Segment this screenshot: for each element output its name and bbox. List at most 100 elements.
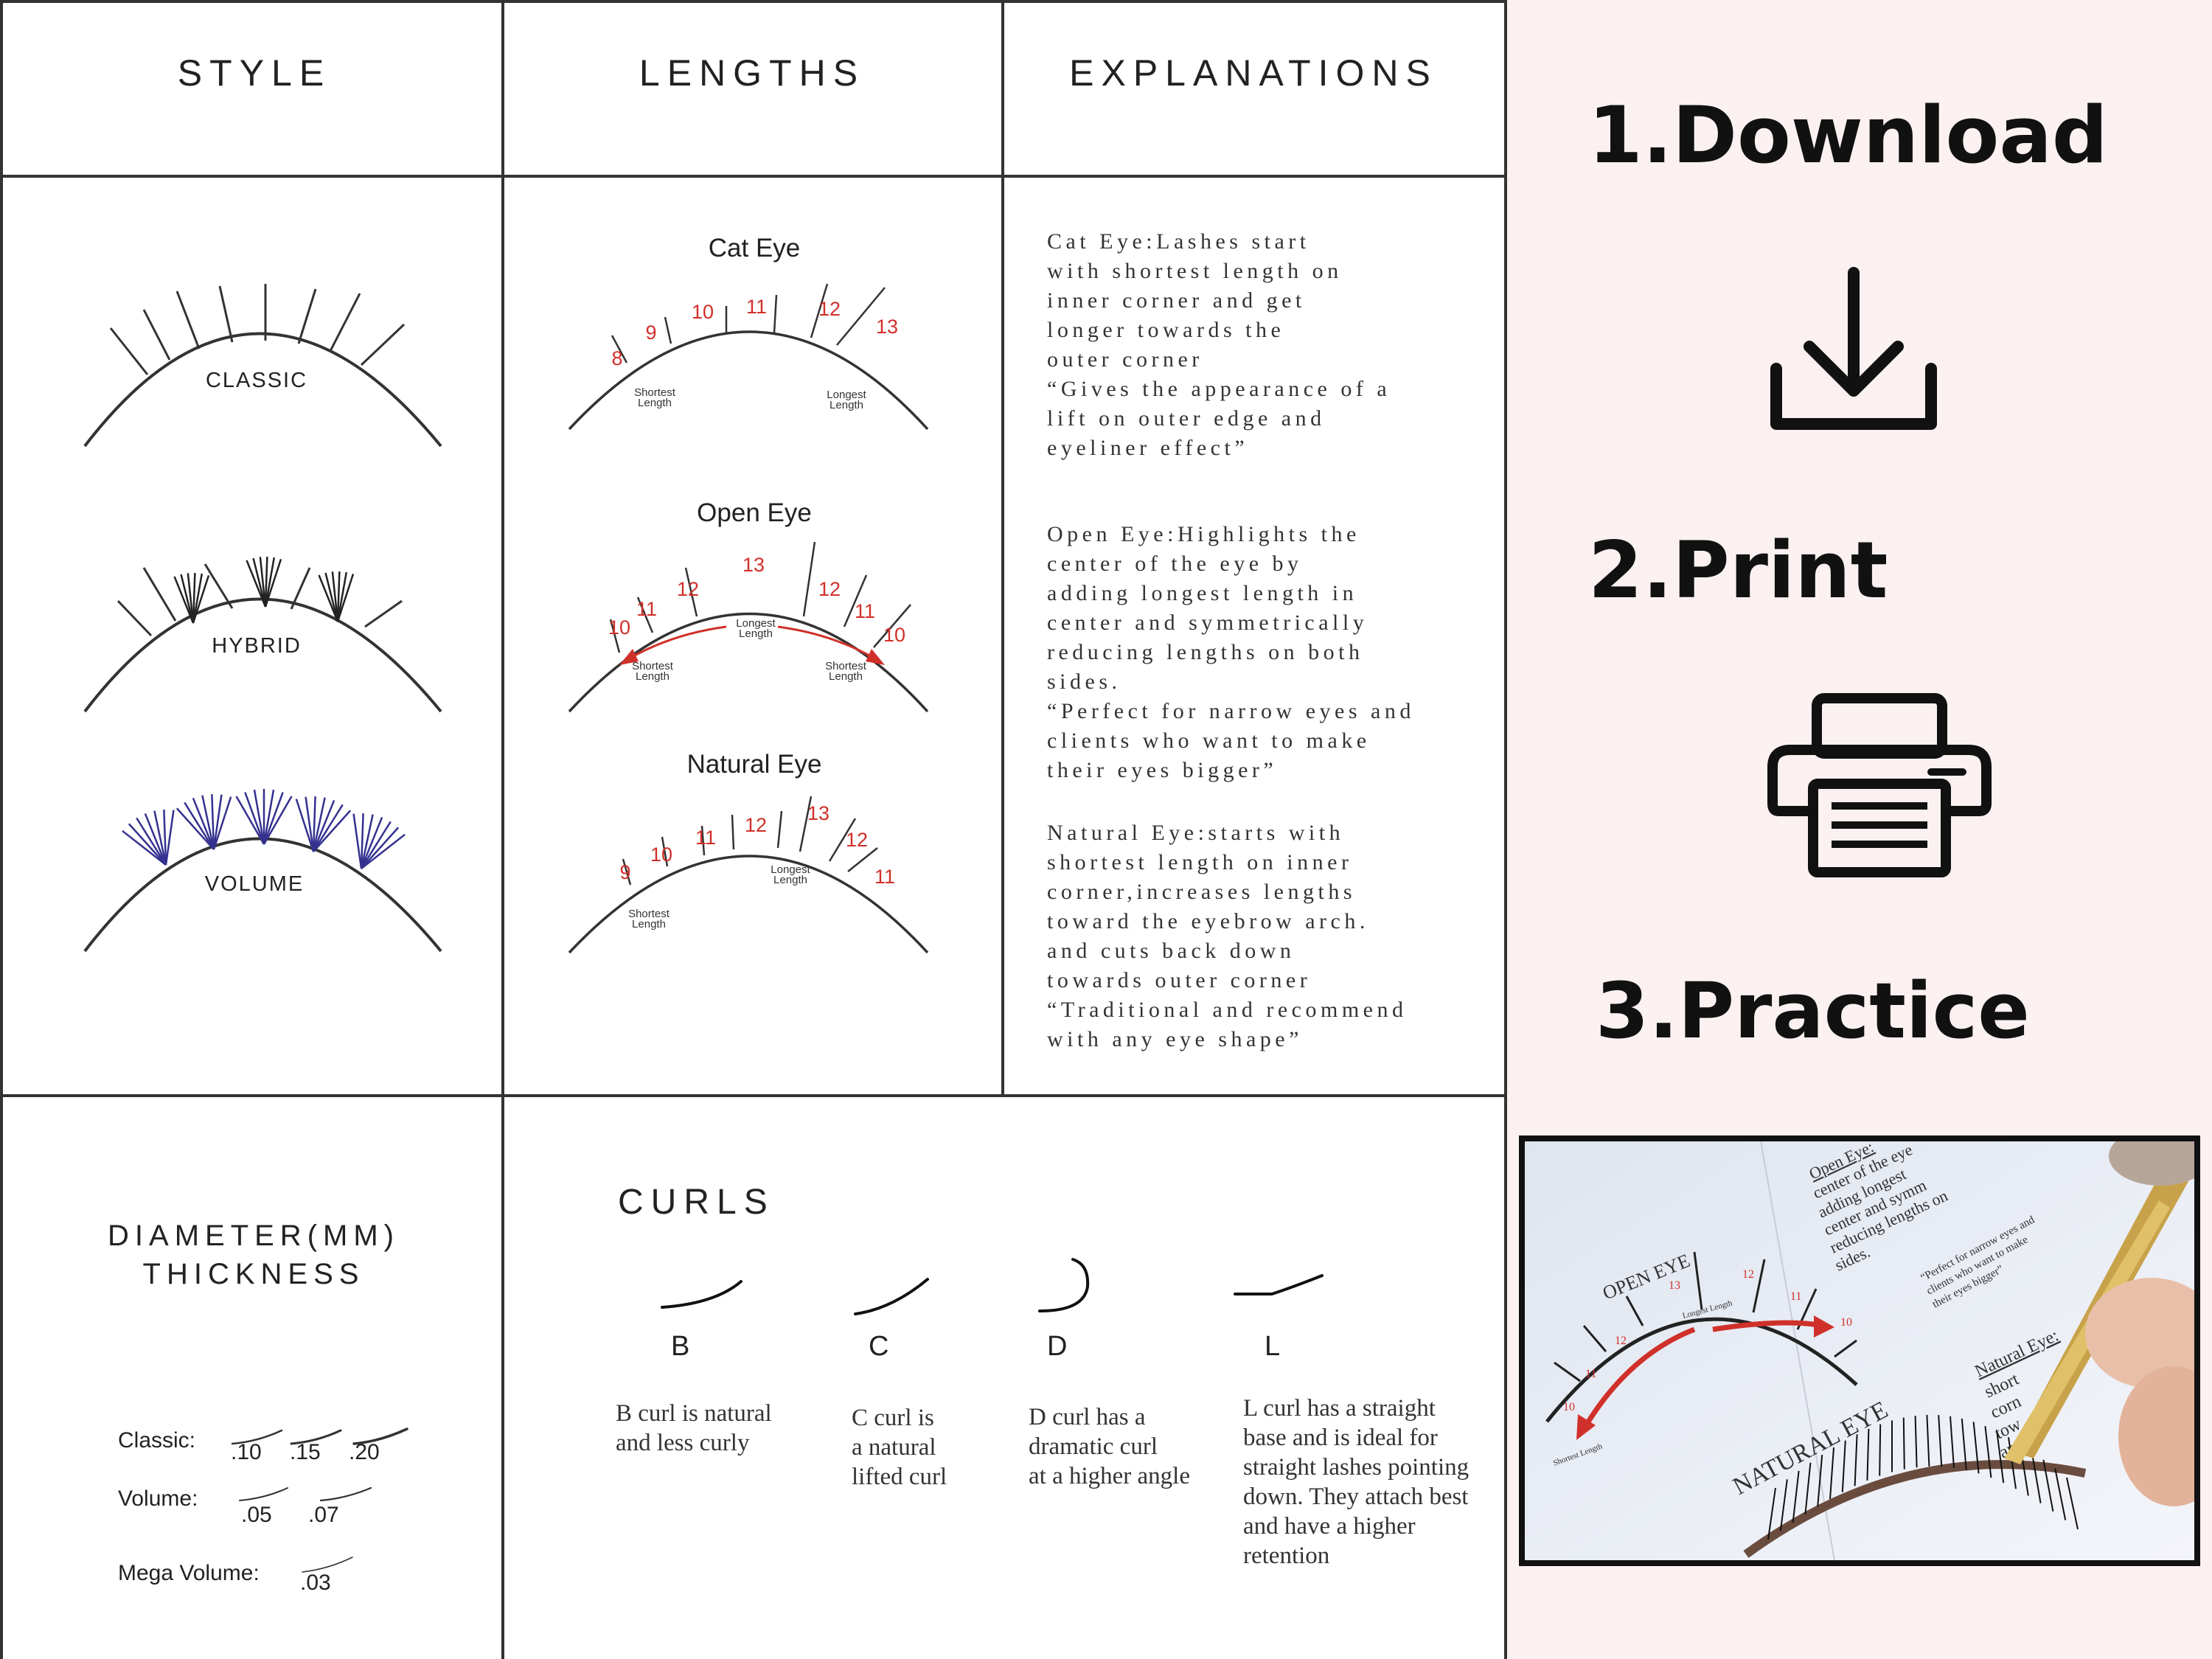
open-eye-shortest-left-2: Length [636,670,669,683]
volume-lash-fan [361,833,406,869]
hybrid-lash-fan [173,576,195,624]
curl-desc-line: base and is ideal for [1243,1425,1438,1451]
open-eye-num: 10 [608,616,630,639]
cat-eye-num: 8 [611,347,622,369]
hybrid-lash-fan [192,573,204,624]
cat-eye-num: 12 [818,298,841,320]
expl-line: inner corner and get [1047,288,1306,313]
step-download: 1.Download [1588,90,2108,181]
hybrid-lash-fan [336,571,341,622]
diameter-swooshes [231,1427,408,1573]
open-eye-num: 13 [742,554,765,576]
volume-lash-fan [201,795,215,850]
photo-lash [1950,1416,1955,1468]
expl-line: toward the eyebrow arch. [1047,909,1369,933]
natural-eye-num: 11 [695,827,716,849]
classic-lash-diagram: CLASSIC HYBRID VOLUME [83,284,442,953]
diameter-classic-label: Classic: [118,1428,196,1453]
style-header: STYLE [177,52,332,94]
volume-lash-fan [128,823,167,866]
cat-eye-longest-1: Longest [827,389,866,401]
photo-num: 12 [1742,1268,1754,1281]
volume-lash-fan [164,810,175,866]
grid-line-col2 [1001,0,1004,1096]
photo-lash [1984,1425,1992,1478]
hybrid-fans [173,556,355,624]
curl-desc-line: C curl is [852,1405,934,1431]
open-eye-right-arrow [777,625,878,661]
photo-lash [1972,1422,1980,1474]
expl-line: longer towards the [1047,318,1285,342]
photo-lash [1779,1479,1788,1531]
diameter-title: DIAMETER(MM) THICKNESS [0,1217,507,1293]
volume-lash-fan [136,817,167,866]
explanations-header: EXPLANATIONS [1069,52,1438,94]
expl-line: center and symmetrically [1047,611,1368,635]
photo-lash [1767,1487,1776,1540]
photo-lash [2008,1437,2017,1489]
volume-lash-fan [235,796,265,845]
hybrid-lash-fan [180,574,195,624]
finger-shape [2085,1278,2194,1388]
step-print: 2.Print [1588,525,1888,616]
download-icon [1770,267,1937,430]
volume-lash-fan [313,810,352,852]
photo-lash [1938,1415,1943,1467]
curl-letter-b: B [671,1331,690,1362]
expl-line: towards outer corner [1047,968,1312,992]
cat-eye-explanation: Cat Eye:Lashes start with shortest lengt… [1047,227,1489,463]
curl-desc-l: L curl has a straight base and is ideal … [1243,1394,1469,1571]
diameter-volume-value: .05 [241,1503,272,1527]
grid-line-top [0,0,1507,3]
volume-lash-fan [244,792,265,845]
volume-lash-fan [253,789,265,845]
natural-eye-longest-1: Longest [771,863,810,876]
diameter-classic-value: .20 [349,1440,380,1464]
curl-desc-line: a natural [852,1434,936,1461]
photo-lash [1879,1424,1882,1476]
natural-eye-longest-2: Length [773,874,807,886]
volume-lash-fan [163,810,167,866]
hybrid-lash-fan [331,571,339,622]
volume-lash-fan [212,796,232,850]
expl-line: “Gives the appearance of a [1047,377,1391,401]
open-eye-longest-1: Longest [736,617,776,630]
hybrid-label: HYBRID [212,634,302,658]
photo-num: 10 [1840,1316,1852,1329]
natural-eye-num: 12 [745,814,767,836]
photo-num: 12 [1615,1335,1627,1347]
hybrid-lash-fan [264,558,282,608]
photo-num: 11 [1585,1368,1596,1380]
curl-letter-d: D [1047,1331,1068,1362]
natural-eye-num: 13 [807,802,830,824]
expl-line: Open Eye:Highlights the [1047,522,1360,546]
open-eye-left-arrow [626,625,727,661]
expl-line: clients who want to make [1047,728,1371,753]
practice-photo-illustration: OPEN EYE 10 11 12 13 12 11 [1525,1141,2194,1560]
volume-lash-fan [192,797,215,850]
curl-d-shape [1038,1258,1090,1312]
volume-lash-fan [360,813,364,869]
natural-eye-num: 11 [874,866,895,888]
photo-lash [1902,1417,1905,1470]
expl-line: Natural Eye:starts with [1047,821,1345,845]
volume-fans [122,789,406,869]
volume-lash-fan [305,796,315,852]
hybrid-lash-fan [187,573,195,624]
photo-num: 13 [1669,1279,1680,1292]
volume-lash-fan [360,816,383,869]
photo-lash [2031,1451,2042,1503]
expl-line: reducing lengths on both [1047,640,1364,664]
open-eye-num: 11 [636,598,657,620]
volume-lash-fan [144,813,167,866]
curl-desc-line: B curl is natural [616,1400,772,1427]
volume-lash-fan [153,810,167,866]
diameter-mega-value: .03 [300,1571,331,1595]
photo-num: 11 [1790,1290,1801,1303]
volume-lash-fan [312,797,326,852]
open-eye-shortest-right-1: Shortest [825,660,867,672]
curl-desc-c: C curl is a natural lifted curl [852,1403,947,1492]
curl-desc-b: B curl is natural and less curly [616,1399,772,1458]
diameter-classic-value: .15 [290,1440,321,1464]
curl-desc-line: retention [1243,1543,1330,1569]
